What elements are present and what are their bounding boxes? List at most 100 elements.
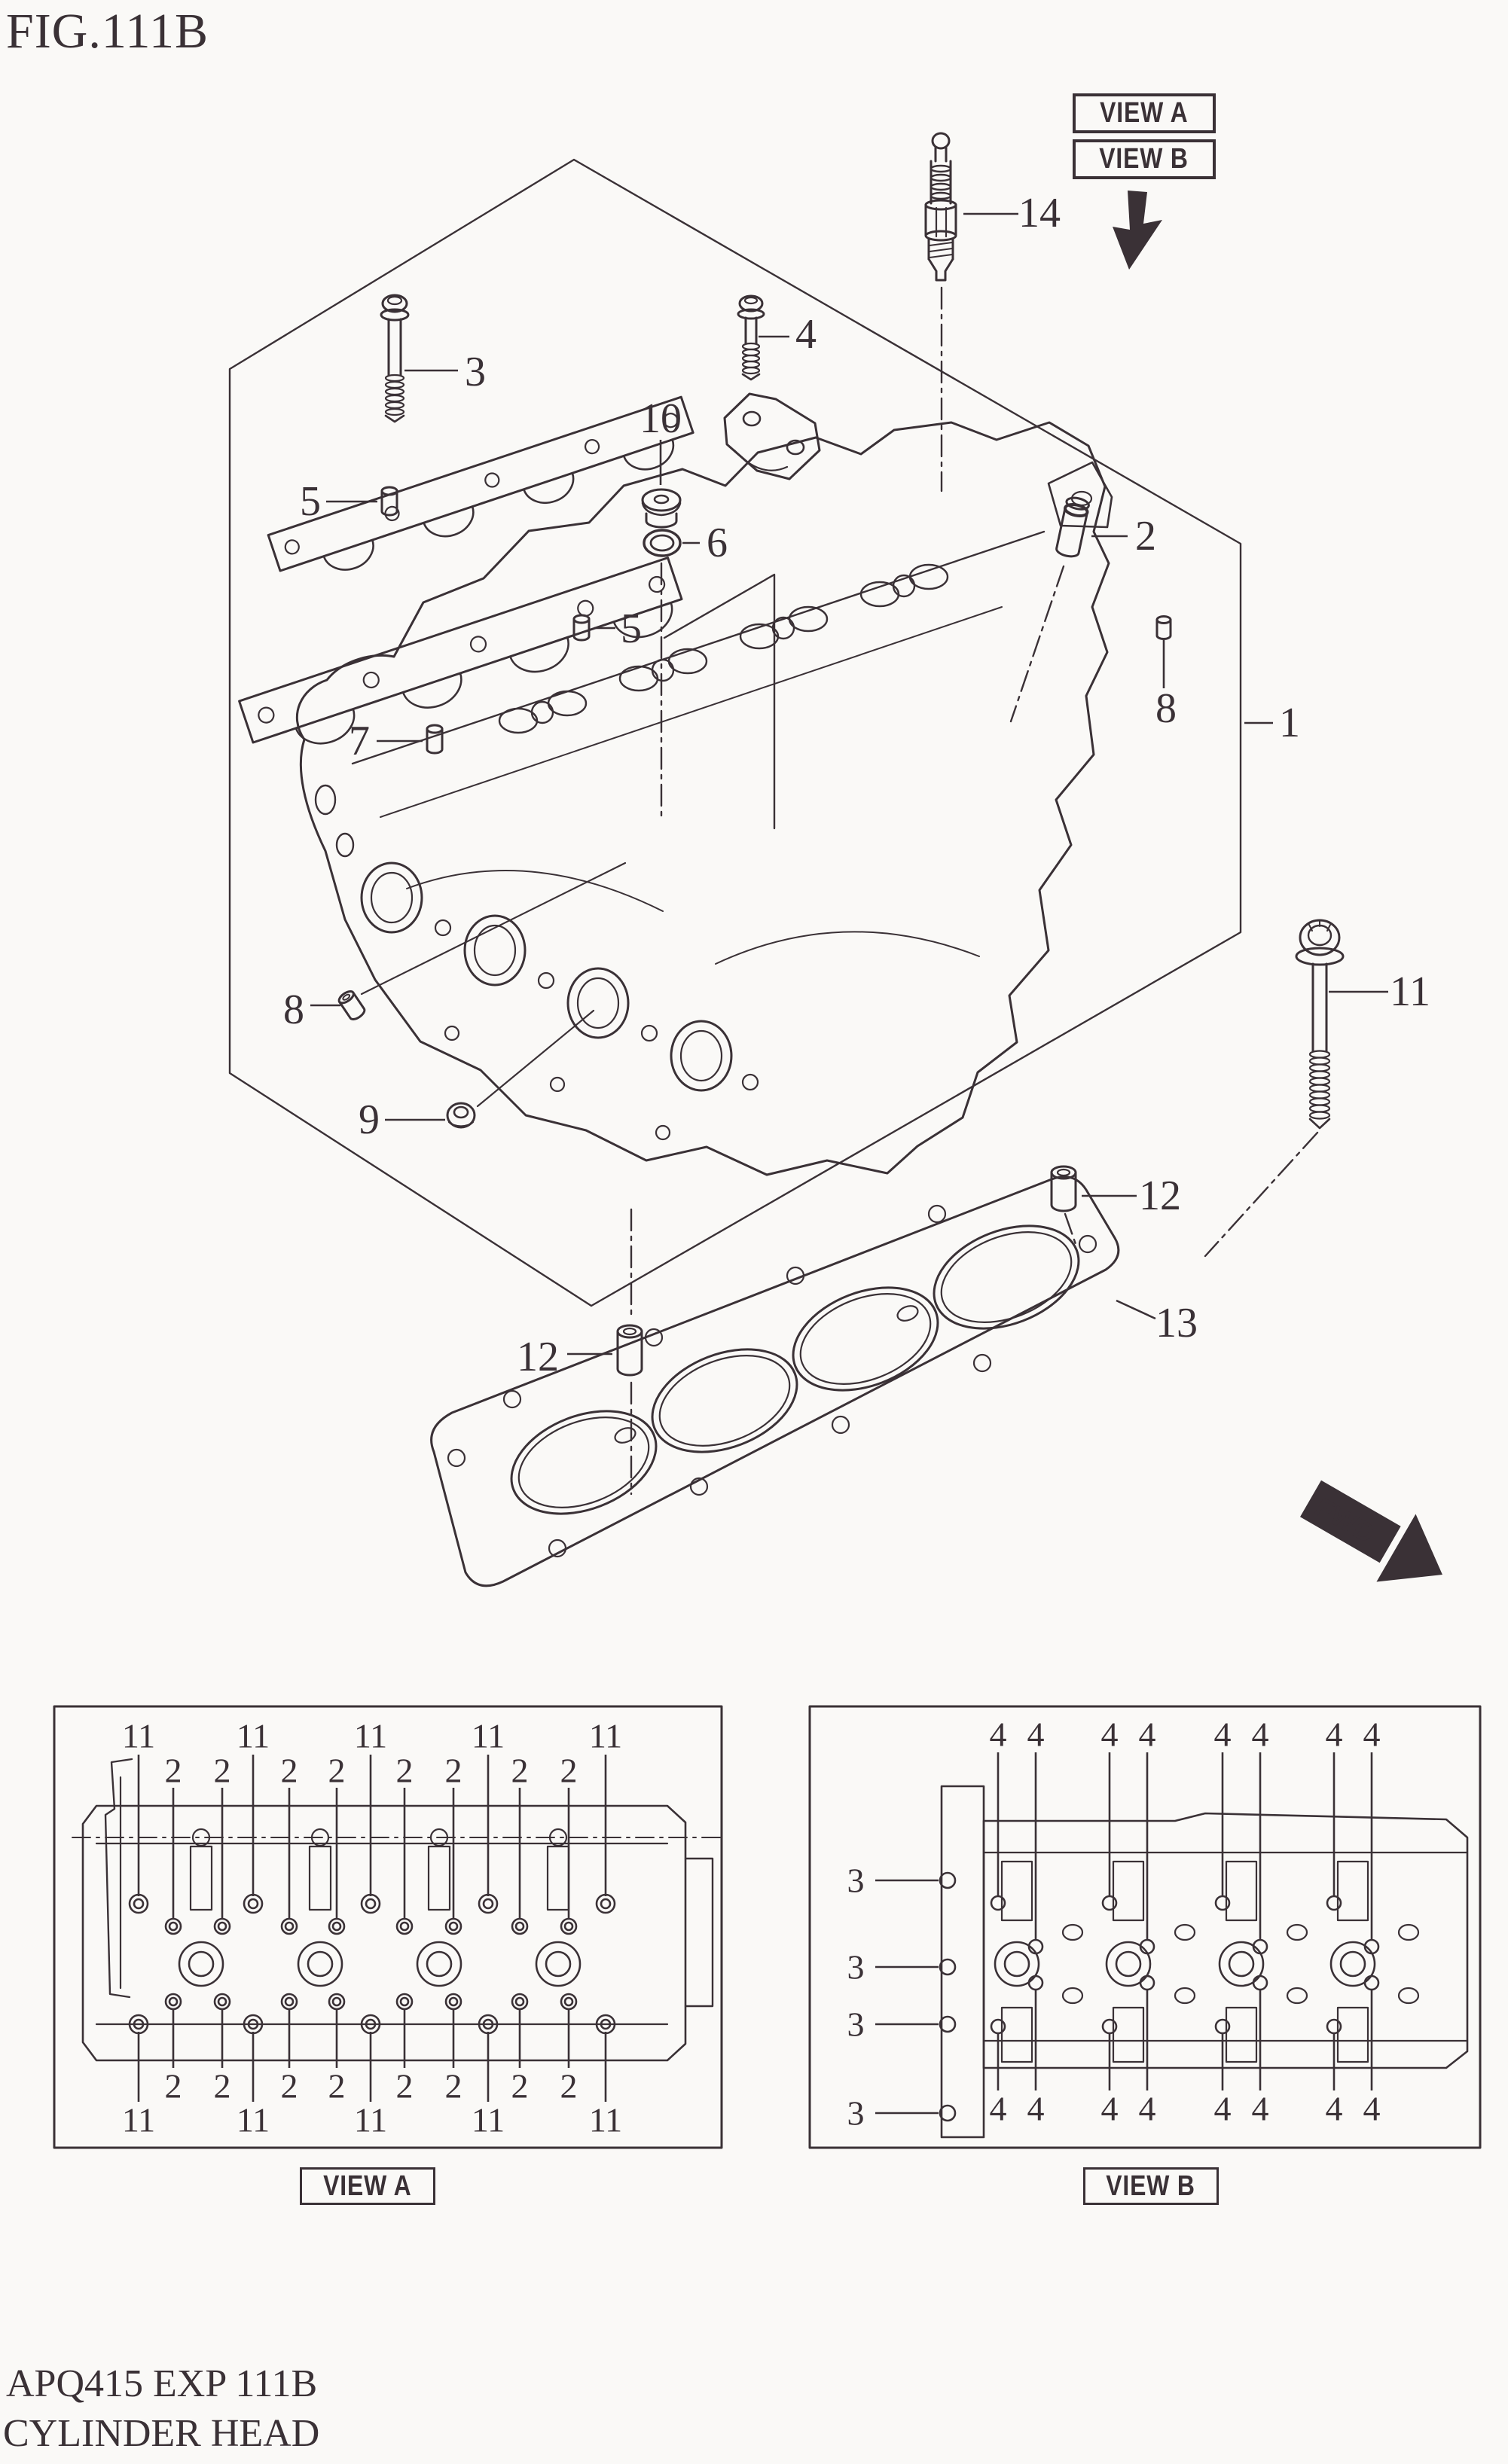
callout-label-4: 4 (1363, 2090, 1381, 2128)
callout-target (164, 1917, 182, 1935)
callout-label-2: 2 (511, 2067, 529, 2106)
callout-target (280, 1917, 298, 1935)
callout-label-11: 11 (1390, 968, 1430, 1015)
callout-label-2: 2 (214, 1752, 231, 1790)
view-b-button[interactable]: VIEW B (1073, 139, 1216, 179)
callout-target (399, 1996, 410, 2007)
cylinder-head-body (295, 421, 1113, 1176)
callout-target (595, 1893, 616, 1914)
view-b-button-label: VIEW B (1099, 143, 1189, 175)
callout-label-4: 4 (1027, 1715, 1045, 1754)
callout-target (360, 2014, 381, 2035)
callout-label-4: 4 (795, 311, 817, 358)
cam-bridge-lower (238, 557, 683, 745)
callout-label-10: 10 (640, 395, 682, 442)
callout-label-4: 4 (1139, 2090, 1156, 2128)
callout-label-4: 4 (1363, 1715, 1381, 1754)
view-a-button[interactable]: VIEW A (1073, 93, 1216, 133)
callout-target (939, 1958, 957, 1976)
callout-label-9: 9 (359, 1096, 380, 1143)
callout-target (328, 1917, 346, 1935)
callout-target (284, 1996, 295, 2007)
callout-label-4: 4 (1214, 1715, 1232, 1754)
callout-label-5: 5 (621, 605, 642, 652)
callout-label-2: 2 (328, 1752, 346, 1790)
callout-target (600, 2018, 612, 2030)
dowel-8-left (337, 990, 366, 1020)
callout-target (444, 1917, 462, 1935)
callout-label-11: 11 (122, 2101, 155, 2139)
callout-label-2: 2 (560, 1752, 578, 1790)
callout-target (511, 1993, 529, 2011)
callout-target (280, 1993, 298, 2011)
bolt-4 (737, 294, 765, 381)
callout-label-2: 2 (1135, 513, 1156, 560)
callout-label-2: 2 (165, 1752, 182, 1790)
callout-target (284, 1921, 295, 1932)
callout-label-3: 3 (847, 1948, 865, 1987)
callout-target (514, 1996, 525, 2007)
callout-label-11: 11 (122, 1717, 155, 1755)
callout-target (563, 1996, 574, 2007)
callout-label-4: 4 (1326, 1715, 1343, 1754)
callout-target (213, 1917, 231, 1935)
o-ring-6 (643, 529, 682, 557)
callout-label-11: 11 (237, 2101, 270, 2139)
callout-label-5: 5 (300, 478, 321, 525)
oil-plug-10 (641, 488, 682, 529)
callout-target (482, 1898, 494, 1910)
view-b-caption: VIEW B (1083, 2167, 1219, 2205)
callout-label-3: 3 (465, 349, 486, 395)
callout-label-11: 11 (472, 1717, 505, 1755)
callout-target (164, 1993, 182, 2011)
callout-label-2: 2 (511, 1752, 529, 1790)
callout-target (514, 1921, 525, 1932)
callout-target (1363, 1975, 1380, 1991)
dowel-12-right (1050, 1165, 1077, 1212)
callout-label-2: 2 (328, 2067, 346, 2106)
callout-target (1252, 1938, 1268, 1955)
callout-target (1326, 2018, 1342, 2035)
view-a-button-label: VIEW A (1100, 97, 1189, 129)
callout-target (395, 1917, 414, 1935)
callout-target (217, 1996, 227, 2007)
callout-label-4: 4 (1252, 2090, 1269, 2128)
callout-label-2: 2 (281, 2067, 298, 2106)
callout-target (939, 1871, 957, 1889)
callout-label-2: 2 (560, 2067, 578, 2106)
callout-target (247, 1898, 259, 1910)
callout-target (560, 1917, 578, 1935)
callout-target (448, 1921, 459, 1932)
callout-target (444, 1993, 462, 2011)
view-b-caption-label: VIEW B (1106, 2170, 1196, 2202)
grommet-9 (446, 1102, 476, 1129)
callout-target (128, 1893, 149, 1914)
callout-label-1: 1 (1279, 700, 1300, 746)
center-lines (630, 286, 1319, 1496)
callout-label-12: 12 (1139, 1173, 1181, 1219)
callout-target (243, 1893, 264, 1914)
callout-target (133, 1898, 145, 1910)
dowel-pin-5b (572, 614, 591, 642)
inner-section-line (663, 573, 776, 830)
callout-label-4: 4 (1252, 1715, 1269, 1754)
valve-guide-2 (1055, 496, 1090, 558)
callout-target (168, 1996, 179, 2007)
pointer-lines (360, 861, 627, 1108)
callout-label-4: 4 (1214, 2090, 1232, 2128)
callout-target (328, 1993, 346, 2011)
callout-target (243, 2014, 264, 2035)
callout-label-11: 11 (472, 2101, 505, 2139)
callout-label-13: 13 (1155, 1300, 1198, 1346)
callout-target (217, 1921, 227, 1932)
callout-target (168, 1921, 179, 1932)
head-bolt-11 (1295, 919, 1345, 1130)
callout-label-2: 2 (445, 2067, 462, 2106)
section-boundary (228, 158, 1242, 1307)
callout-target (1363, 1938, 1380, 1955)
callout-label-3: 3 (847, 2094, 865, 2133)
figure-code: APQ415 EXP 111B (6, 2362, 318, 2405)
bolt-3 (380, 294, 410, 423)
